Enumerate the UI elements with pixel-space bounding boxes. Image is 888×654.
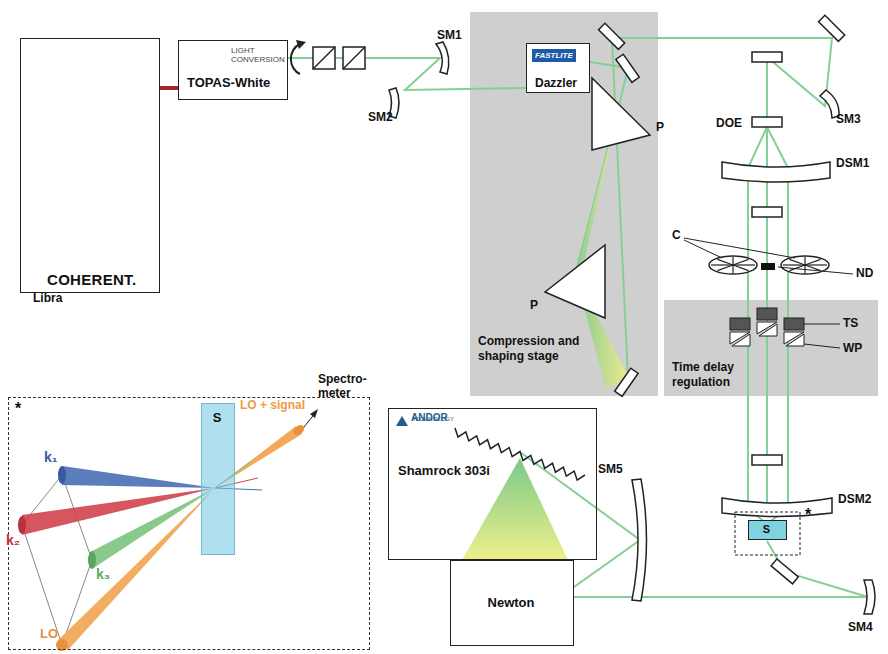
node-text: S: [202, 410, 232, 425]
laser-beam: [288, 38, 868, 597]
node-text: Time delay regulation: [672, 360, 748, 390]
chopper-wheel: [709, 256, 829, 274]
part-label: SM4: [848, 620, 873, 634]
stage-band: Compression and shaping stage FASTLITE Daz…: [470, 12, 658, 396]
sample-cell: S: [748, 520, 787, 540]
part-label: C: [672, 228, 681, 242]
pulse-shaper-box: FASTLITE Dazzler: [526, 43, 590, 93]
opa-box: LIGHT CONVERSION TOPAS-White: [178, 40, 288, 100]
dashed-frame: [735, 512, 800, 555]
part-label: SM2: [368, 110, 393, 124]
laser-box: COHERENT.Libra: [20, 38, 160, 293]
part-label: Spectro-meter: [318, 372, 374, 400]
camera-box: Newton: [450, 560, 574, 646]
node-text: *: [15, 400, 21, 418]
part-label: P: [656, 120, 664, 134]
beam-k2: [18, 516, 26, 534]
arrowhead: [310, 409, 318, 418]
node-text: LIGHT CONVERSION: [231, 46, 285, 64]
node-text: TOPAS-White: [187, 75, 270, 90]
beam-k2: [22, 488, 215, 535]
node-text: Dazzler: [535, 76, 577, 90]
part-label: DSM2: [838, 492, 871, 506]
part-label: WP: [843, 341, 862, 355]
rotation-arrow: [296, 40, 306, 49]
curved-mirror: [389, 42, 875, 614]
node-text: Shamrock 303i: [398, 463, 490, 478]
part-label: DOE: [716, 116, 742, 130]
beam-output: [292, 423, 306, 437]
part-label: k₃: [96, 566, 110, 582]
part-label: P: [530, 298, 538, 312]
beam-k3: [92, 488, 215, 569]
polarizer-cubes: [313, 47, 365, 69]
part-label: k₁: [44, 449, 58, 465]
part-label: SM5: [598, 462, 623, 476]
sample-frame: *S: [735, 512, 800, 555]
wedge-pair: [730, 308, 804, 346]
part-label: ND: [856, 266, 873, 280]
node-text: Compression and shaping stage: [478, 334, 603, 364]
fiber-link: [160, 86, 178, 90]
part-label: SM1: [437, 28, 462, 42]
band-ground: [664, 300, 878, 396]
band-ground: [470, 12, 658, 396]
part-label: TS: [843, 316, 858, 330]
part-label: SM3: [836, 112, 861, 126]
rotation-arrow: [291, 44, 300, 74]
part-label: TECHNOLOGY: [412, 416, 454, 422]
node-text: Newton: [451, 595, 571, 610]
sample-slab: S: [201, 403, 235, 555]
node-text: Libra: [33, 291, 62, 305]
inset-frame: *S: [8, 397, 370, 650]
part-label: k₂: [6, 532, 20, 548]
beam-k1: [62, 466, 215, 488]
leader-line: [300, 238, 853, 432]
spectrometer-box: ANDORShamrock 303i: [388, 408, 597, 560]
part-label: LO: [40, 626, 58, 641]
optic-plate: [752, 52, 782, 465]
node-text: S: [749, 523, 784, 535]
prism: [545, 78, 650, 318]
node-text: *: [805, 506, 811, 524]
beam-k3: [88, 551, 96, 569]
node-text: FASTLITE: [532, 49, 576, 62]
nd-filter: [761, 263, 775, 270]
beam-lo: [58, 488, 215, 650]
part-label: LO + signal: [240, 398, 305, 412]
part-label: DSM1: [836, 156, 869, 170]
node-text: COHERENT.: [47, 271, 136, 288]
beam-k1: [58, 466, 66, 484]
andor-logo: [396, 416, 408, 426]
